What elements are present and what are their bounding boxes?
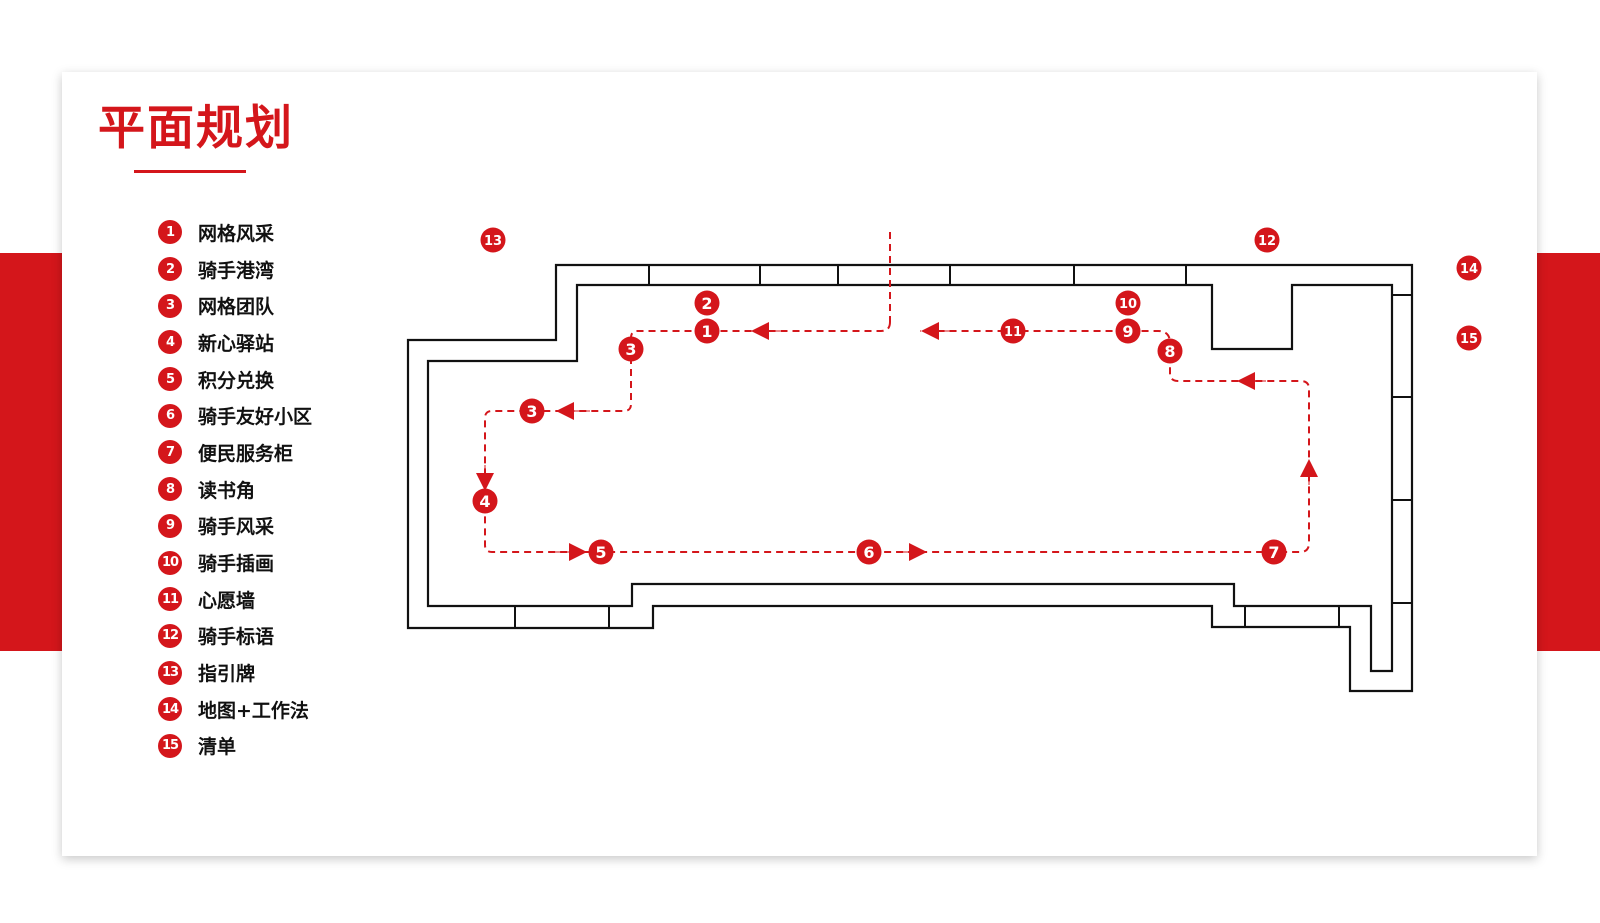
legend-number-badge: 15: [158, 733, 182, 758]
legend-label: 便民服务柜: [198, 442, 294, 465]
inner-wall: [426, 283, 1394, 673]
legend-number-badge: 10: [158, 550, 182, 575]
legend-label: 骑手插画: [198, 553, 275, 576]
page-title: 平面规划: [98, 101, 294, 156]
legend-number-badge: 9: [158, 513, 182, 538]
plan-marker: 10: [1115, 290, 1141, 316]
marker-number: 11: [1004, 325, 1022, 340]
plan-marker: 1: [694, 318, 720, 344]
plan-marker: 5: [588, 539, 614, 565]
legend-label: 骑手风采: [198, 516, 275, 539]
route-path: [484, 232, 1310, 553]
plan-marker: 13: [480, 227, 506, 253]
legend-item: 8 读书角: [158, 471, 312, 508]
marker-number: 8: [1164, 342, 1175, 361]
legend-number-badge: 11: [158, 587, 182, 612]
legend-label: 读书角: [198, 479, 256, 502]
legend-item: 14 地图+工作法: [158, 691, 312, 728]
legend-number-badge: 6: [158, 403, 182, 428]
legend-item: 5 积分兑换: [158, 361, 312, 398]
plan-marker: 2: [694, 290, 720, 316]
legend-label: 指引牌: [198, 663, 256, 686]
legend-label: 骑手友好小区: [198, 406, 313, 429]
marker-number: 9: [1122, 322, 1133, 341]
bottom-wall-dividers: [514, 606, 1340, 628]
marker-number: 10: [1119, 297, 1137, 312]
legend-number-badge: 8: [158, 477, 182, 502]
marker-number: 2: [701, 294, 712, 313]
legend-number-badge: 3: [158, 293, 182, 318]
right-wall-dividers: [1392, 294, 1412, 604]
plan-marker: 4: [472, 488, 498, 514]
plan-marker: 12: [1254, 227, 1280, 253]
marker-number: 5: [595, 543, 606, 562]
legend-number-badge: 2: [158, 257, 182, 282]
legend-number-badge: 4: [158, 330, 182, 355]
legend-item: 3 网格团队: [158, 287, 312, 324]
legend-label: 网格风采: [198, 222, 275, 245]
legend-item: 15 清单: [158, 728, 312, 765]
outer-wall: [406, 263, 1414, 693]
legend-item: 9 骑手风采: [158, 508, 312, 545]
legend-label: 积分兑换: [198, 369, 275, 392]
marker-number: 1: [701, 322, 712, 341]
marker-number: 3: [625, 340, 636, 359]
marker-number: 6: [863, 543, 874, 562]
plan-marker: 3: [618, 336, 644, 362]
top-wall-dividers: [648, 265, 1187, 285]
legend-label: 骑手标语: [198, 626, 275, 649]
legend-item: 11 心愿墙: [158, 581, 312, 618]
plan-marker: 7: [1261, 539, 1287, 565]
legend-number-badge: 7: [158, 440, 182, 465]
legend-label: 新心驿站: [198, 332, 275, 355]
plan-marker: 9: [1115, 318, 1141, 344]
plan-marker: 6: [856, 539, 882, 565]
legend-number-badge: 13: [158, 660, 182, 685]
legend-item: 7 便民服务柜: [158, 434, 312, 471]
legend-item: 12 骑手标语: [158, 618, 312, 655]
legend-item: 4 新心驿站: [158, 324, 312, 361]
marker-number: 13: [484, 234, 502, 249]
plan-marker: 3: [519, 398, 545, 424]
content-card: 平面规划 1 网格风采 2 骑手港湾 3 网格团队 4 新心驿站 5 积分兑换 6 骑手友好…: [62, 72, 1537, 856]
legend-item: 10 骑手插画: [158, 544, 312, 581]
legend-item: 13 指引牌: [158, 654, 312, 691]
legend-label: 地图+工作法: [198, 699, 309, 722]
legend-item: 2 骑手港湾: [158, 251, 312, 288]
legend-label: 网格团队: [198, 296, 275, 319]
marker-number: 3: [526, 402, 537, 421]
plan-marker: 14: [1456, 255, 1482, 281]
legend-number-badge: 1: [158, 220, 182, 245]
legend-item: 6 骑手友好小区: [158, 397, 312, 434]
marker-number: 7: [1268, 543, 1279, 562]
marker-number: 14: [1460, 262, 1478, 277]
legend-label: 清单: [198, 736, 237, 759]
marker-number: 15: [1460, 332, 1478, 347]
plan-marker: 11: [1000, 318, 1026, 344]
legend-number-badge: 5: [158, 367, 182, 392]
route-arrows: [476, 322, 1318, 561]
marker-number: 4: [479, 492, 490, 511]
plan-marker: 8: [1157, 338, 1183, 364]
legend-item: 1 网格风采: [158, 214, 312, 251]
marker-number: 12: [1258, 234, 1276, 249]
legend-label: 骑手港湾: [198, 259, 275, 282]
title-underline: [134, 170, 246, 173]
legend-number-badge: 14: [158, 697, 182, 722]
plan-marker: 15: [1456, 325, 1482, 351]
legend-number-badge: 12: [158, 623, 182, 648]
legend-label: 心愿墙: [198, 589, 256, 612]
